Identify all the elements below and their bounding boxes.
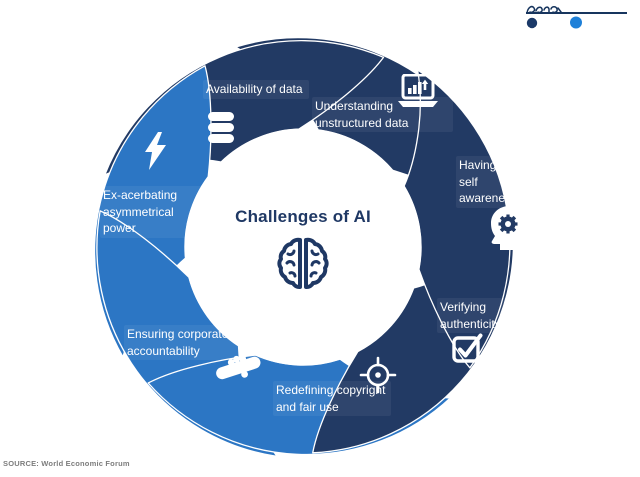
label-ensuring-corporate-accountability: Ensuring corporate accountability xyxy=(124,325,280,361)
label-redefining-copyright: Redefining copyright and fair use xyxy=(273,381,391,417)
label-verifying-authenticity: Verifying authenticity xyxy=(437,298,538,334)
laptop-chart-icon xyxy=(396,73,440,114)
label-availability-of-data: Availability of data xyxy=(203,80,309,99)
brand-underline xyxy=(526,12,627,14)
head-gear-icon xyxy=(486,204,526,257)
brain-icon xyxy=(272,236,334,297)
label-exacerbating-asymmetrical-power: Ex-acerbating asymmetrical power xyxy=(100,186,211,238)
database-icon xyxy=(206,112,236,149)
label-having-self-awareness: Having self awareness xyxy=(456,156,520,208)
checkbox-icon xyxy=(452,332,483,368)
center-circle xyxy=(184,128,422,366)
source-note: SOURCE: World Economic Forum xyxy=(3,459,130,468)
legend-dot-navy xyxy=(526,17,538,29)
handshake-icon xyxy=(214,347,262,390)
diagram-title: Challenges of AI xyxy=(235,207,371,226)
target-icon xyxy=(358,354,398,399)
lightning-icon xyxy=(142,132,168,175)
legend xyxy=(524,15,588,36)
legend-dot-blue xyxy=(570,16,582,29)
